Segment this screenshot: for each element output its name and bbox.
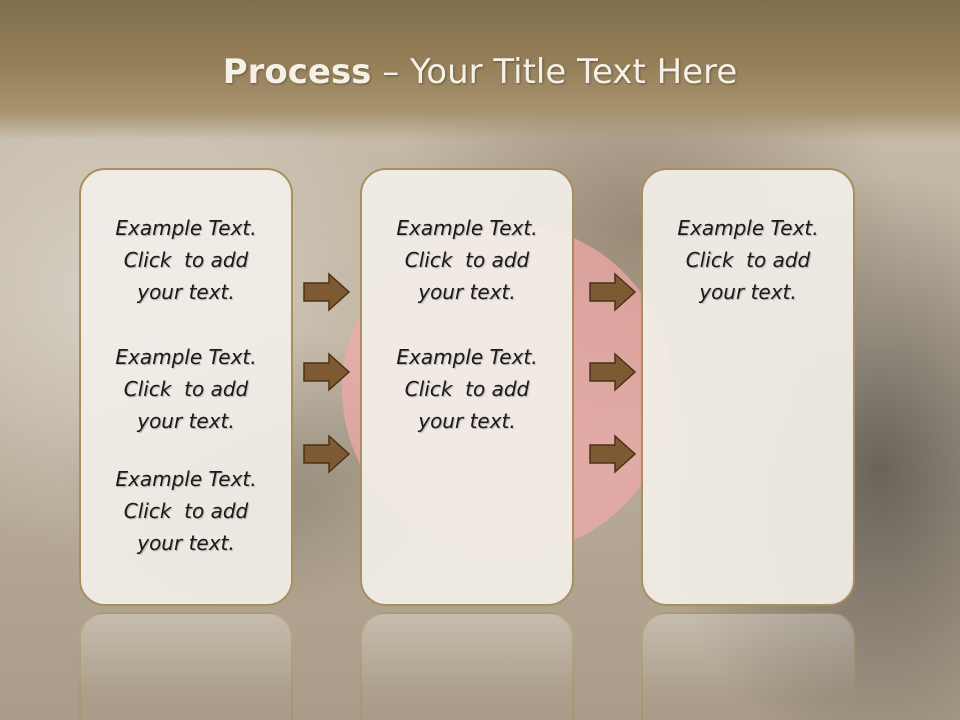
arrow-right-icon: [589, 272, 637, 312]
text-line: Example Text.: [115, 216, 257, 240]
text-line: Example Text.: [396, 345, 538, 369]
text-line: Click to add: [404, 377, 530, 401]
text-line: your text.: [137, 531, 235, 555]
text-line: Example Text.: [115, 467, 257, 491]
panel-text[interactable]: Example Text. Click to add your text.: [81, 463, 291, 559]
panel-reflection: [641, 612, 855, 720]
process-panel-1[interactable]: Example Text. Click to add your text. Ex…: [79, 168, 293, 606]
text-line: your text.: [137, 409, 235, 433]
arrow-right-icon: [589, 352, 637, 392]
text-line: your text.: [137, 280, 235, 304]
text-line: your text.: [699, 280, 797, 304]
arrow-right-icon: [303, 434, 351, 474]
text-line: Click to add: [123, 499, 249, 523]
header-band: [0, 0, 960, 140]
text-line: Example Text.: [115, 345, 257, 369]
process-panel-2[interactable]: Example Text. Click to add your text. Ex…: [360, 168, 574, 606]
text-line: Click to add: [685, 248, 811, 272]
panel-text[interactable]: Example Text. Click to add your text.: [81, 212, 291, 308]
panel-text[interactable]: Example Text. Click to add your text.: [81, 341, 291, 437]
slide-title[interactable]: Process – Your Title Text Here: [0, 52, 960, 92]
arrow-right-icon: [303, 352, 351, 392]
process-panel-3[interactable]: Example Text. Click to add your text.: [641, 168, 855, 606]
panel-text[interactable]: Example Text. Click to add your text.: [362, 212, 572, 308]
title-rest: – Your Title Text Here: [371, 52, 738, 92]
text-line: Click to add: [123, 248, 249, 272]
text-line: Example Text.: [677, 216, 819, 240]
title-bold: Process: [222, 52, 372, 92]
panel-reflection: [360, 612, 574, 720]
panel-text[interactable]: Example Text. Click to add your text.: [643, 212, 853, 308]
text-line: Click to add: [123, 377, 249, 401]
text-line: Click to add: [404, 248, 530, 272]
arrow-right-icon: [589, 434, 637, 474]
text-line: your text.: [418, 409, 516, 433]
text-line: Example Text.: [396, 216, 538, 240]
arrow-right-icon: [303, 272, 351, 312]
text-line: your text.: [418, 280, 516, 304]
panel-text[interactable]: Example Text. Click to add your text.: [362, 341, 572, 437]
panel-reflection: [79, 612, 293, 720]
